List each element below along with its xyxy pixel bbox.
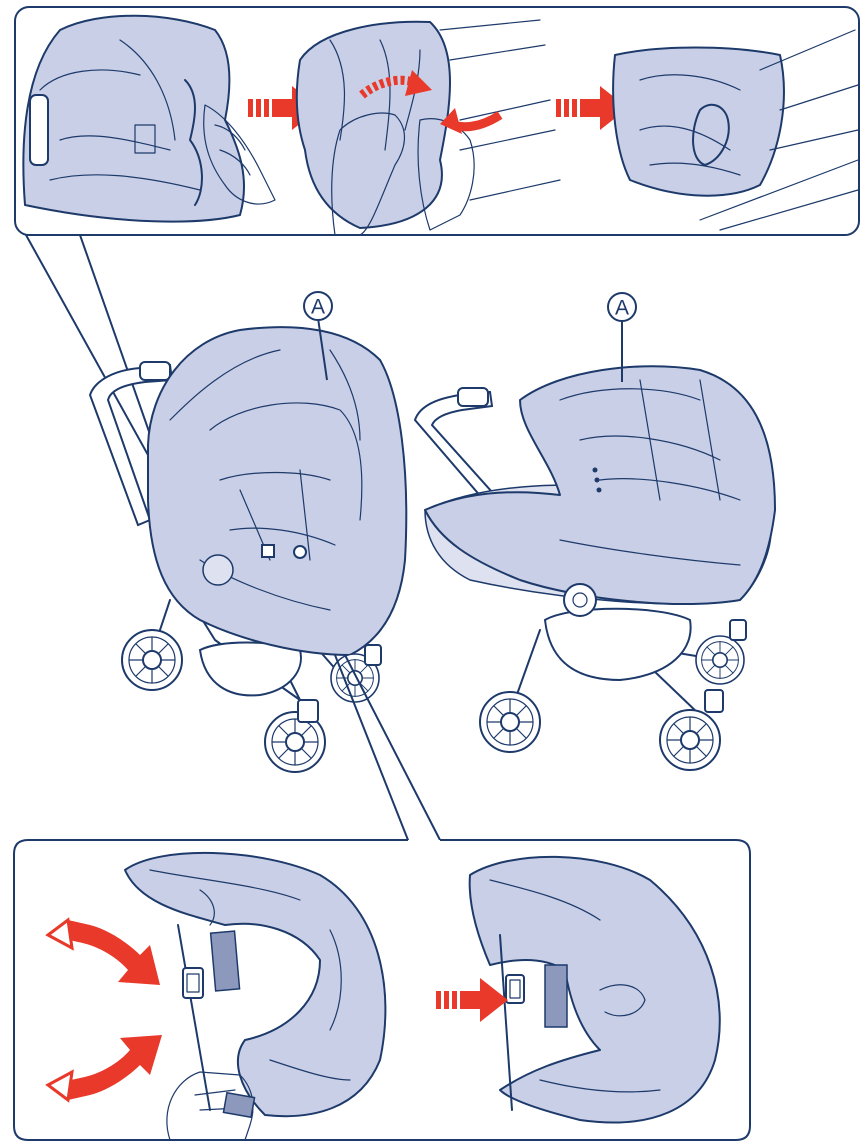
stroller-with-carrycot (415, 366, 775, 770)
top-detail-panel (15, 7, 859, 235)
part-a-text: A (615, 297, 629, 320)
stroller-with-car-seat (90, 327, 406, 772)
part-a-text: A (311, 296, 325, 319)
bottom-detail-panel (14, 840, 750, 1140)
